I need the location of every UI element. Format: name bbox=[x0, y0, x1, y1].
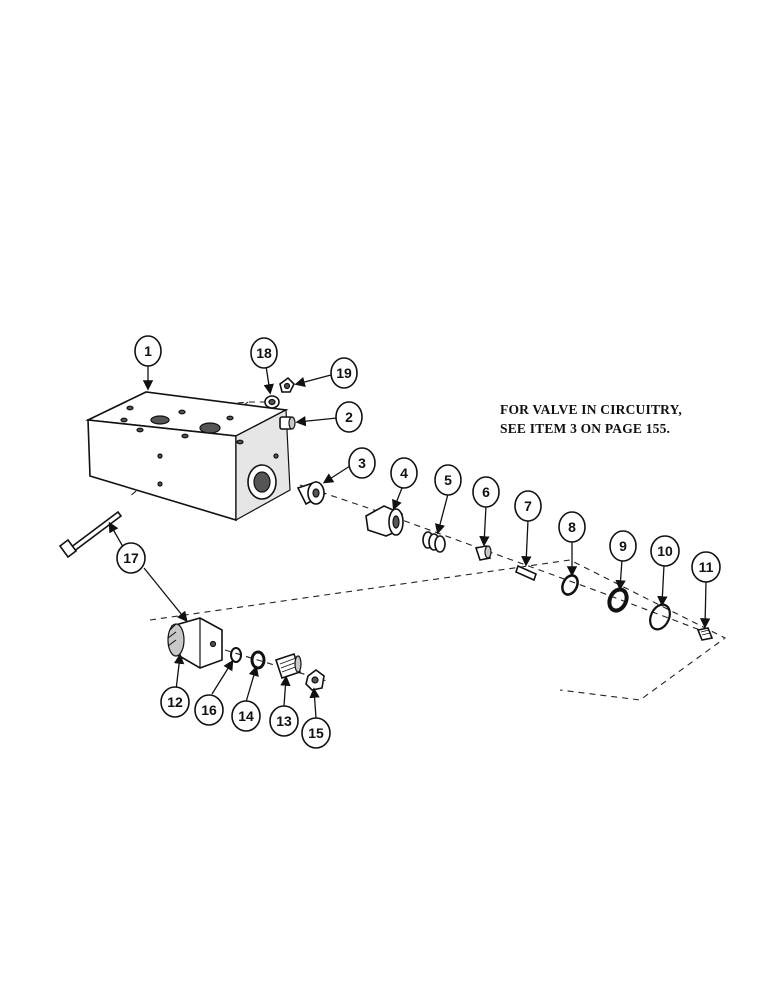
cartridge-4 bbox=[365, 505, 404, 537]
leader-lines bbox=[108, 364, 711, 719]
callout-label-9: 9 bbox=[619, 538, 627, 554]
o-ring-8 bbox=[561, 574, 579, 596]
callout-14: 14 bbox=[231, 700, 261, 732]
callout-label-10: 10 bbox=[657, 543, 673, 559]
callout-label-14: 14 bbox=[238, 708, 254, 724]
fitting-19 bbox=[279, 376, 295, 393]
callout-10: 10 bbox=[650, 535, 680, 567]
callout-13: 13 bbox=[269, 705, 299, 737]
spring-5 bbox=[422, 531, 446, 553]
callout-17: 17 bbox=[116, 542, 146, 574]
callout-18: 18 bbox=[250, 337, 278, 369]
callout-11: 11 bbox=[691, 551, 721, 583]
callout-12: 12 bbox=[160, 686, 190, 718]
callout-15: 15 bbox=[301, 717, 331, 749]
callout-label-6: 6 bbox=[482, 484, 490, 500]
callout-label-7: 7 bbox=[524, 498, 532, 514]
circuitry-reference-note: FOR VALVE IN CIRCUITRY, SEE ITEM 3 ON PA… bbox=[500, 400, 682, 438]
callout-label-3: 3 bbox=[358, 455, 366, 471]
callout-label-19: 19 bbox=[336, 365, 352, 381]
callout-label-17: 17 bbox=[123, 550, 139, 566]
callout-label-12: 12 bbox=[167, 694, 183, 710]
callout-label-13: 13 bbox=[276, 713, 292, 729]
sleeve-3 bbox=[296, 481, 326, 506]
mounting-bolt bbox=[58, 510, 123, 559]
callout-2: 2 bbox=[335, 401, 363, 433]
valve-body-block bbox=[85, 391, 291, 522]
callout-3: 3 bbox=[348, 447, 376, 479]
jam-nut-15 bbox=[305, 669, 325, 691]
poppet-6 bbox=[474, 545, 492, 561]
adjusting-plug-12 bbox=[167, 617, 223, 669]
adjusting-screw-13 bbox=[274, 652, 302, 680]
callout-label-16: 16 bbox=[201, 702, 217, 718]
set-screw-11 bbox=[696, 627, 714, 641]
seal-16 bbox=[230, 647, 242, 663]
backup-ring-9 bbox=[607, 587, 629, 613]
callout-label-5: 5 bbox=[444, 472, 452, 488]
callout-16: 16 bbox=[194, 694, 224, 726]
callout-19: 19 bbox=[330, 357, 358, 389]
callout-4: 4 bbox=[390, 457, 418, 489]
callout-label-2: 2 bbox=[345, 409, 353, 425]
pin-7 bbox=[515, 564, 537, 582]
o-ring-10 bbox=[649, 603, 671, 631]
callout-9: 9 bbox=[609, 530, 637, 562]
nut-18 bbox=[264, 395, 280, 409]
callout-6: 6 bbox=[472, 476, 500, 508]
callout-5: 5 bbox=[434, 464, 462, 496]
callout-label-15: 15 bbox=[308, 725, 324, 741]
callout-label-1: 1 bbox=[144, 343, 152, 359]
callout-1: 1 bbox=[134, 335, 162, 367]
callout-label-4: 4 bbox=[400, 465, 408, 481]
note-line-2: SEE ITEM 3 ON PAGE 155. bbox=[500, 421, 671, 436]
plug-2 bbox=[279, 416, 296, 430]
callout-label-11: 11 bbox=[699, 559, 714, 575]
callout-label-18: 18 bbox=[256, 345, 272, 361]
note-line-1: FOR VALVE IN CIRCUITRY, bbox=[500, 402, 682, 417]
callout-7: 7 bbox=[514, 490, 542, 522]
callout-label-8: 8 bbox=[568, 519, 576, 535]
callout-8: 8 bbox=[558, 511, 586, 543]
